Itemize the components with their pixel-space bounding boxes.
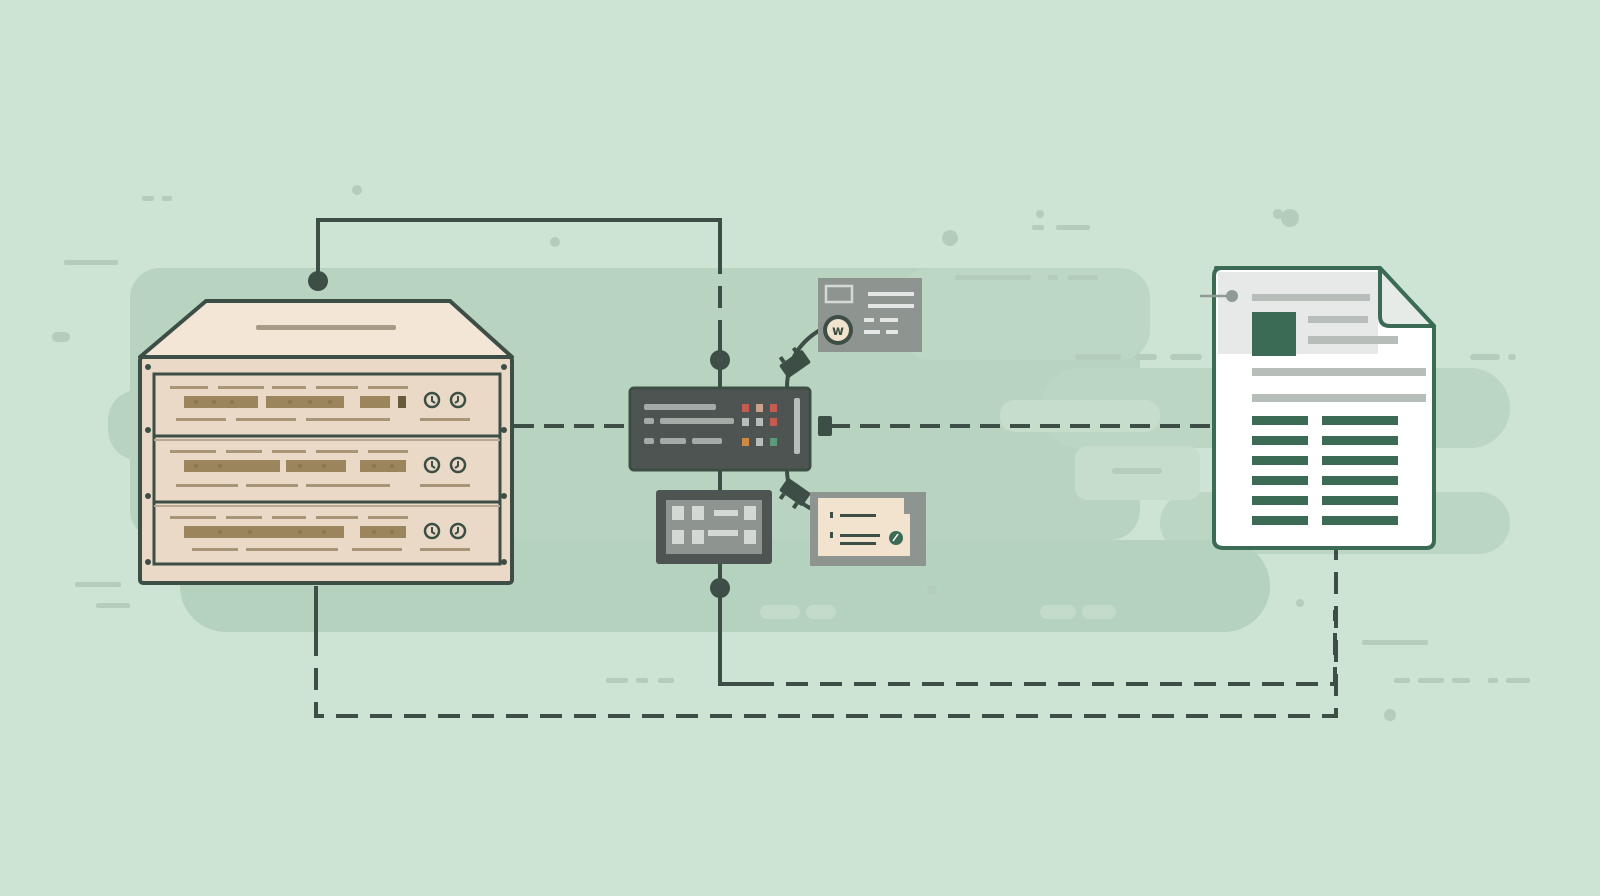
hub-right-port [818,416,832,436]
plug-connector-icon [778,346,811,510]
server-top-junction [308,271,328,291]
server-unit-2 [170,450,470,487]
checklist-card-icon [810,492,926,566]
storage-module-icon [656,490,772,564]
hub-bottom-junction [710,578,730,598]
svg-text:w: w [832,324,844,339]
spreadsheet-document-icon [1200,266,1436,550]
server-unit-1 [170,386,470,421]
server-unit-3 [170,516,470,551]
spreadsheet-grid [1252,416,1398,525]
settings-card-icon: w [818,278,922,352]
background-dashes [52,185,1530,721]
network-hub-icon [628,386,812,472]
hub-top-junction [710,350,730,370]
server-to-hub-top-line [316,218,722,281]
junction-dots [308,271,832,598]
server-to-document-bottom-line [314,548,1338,718]
server-rack-icon [138,299,514,585]
